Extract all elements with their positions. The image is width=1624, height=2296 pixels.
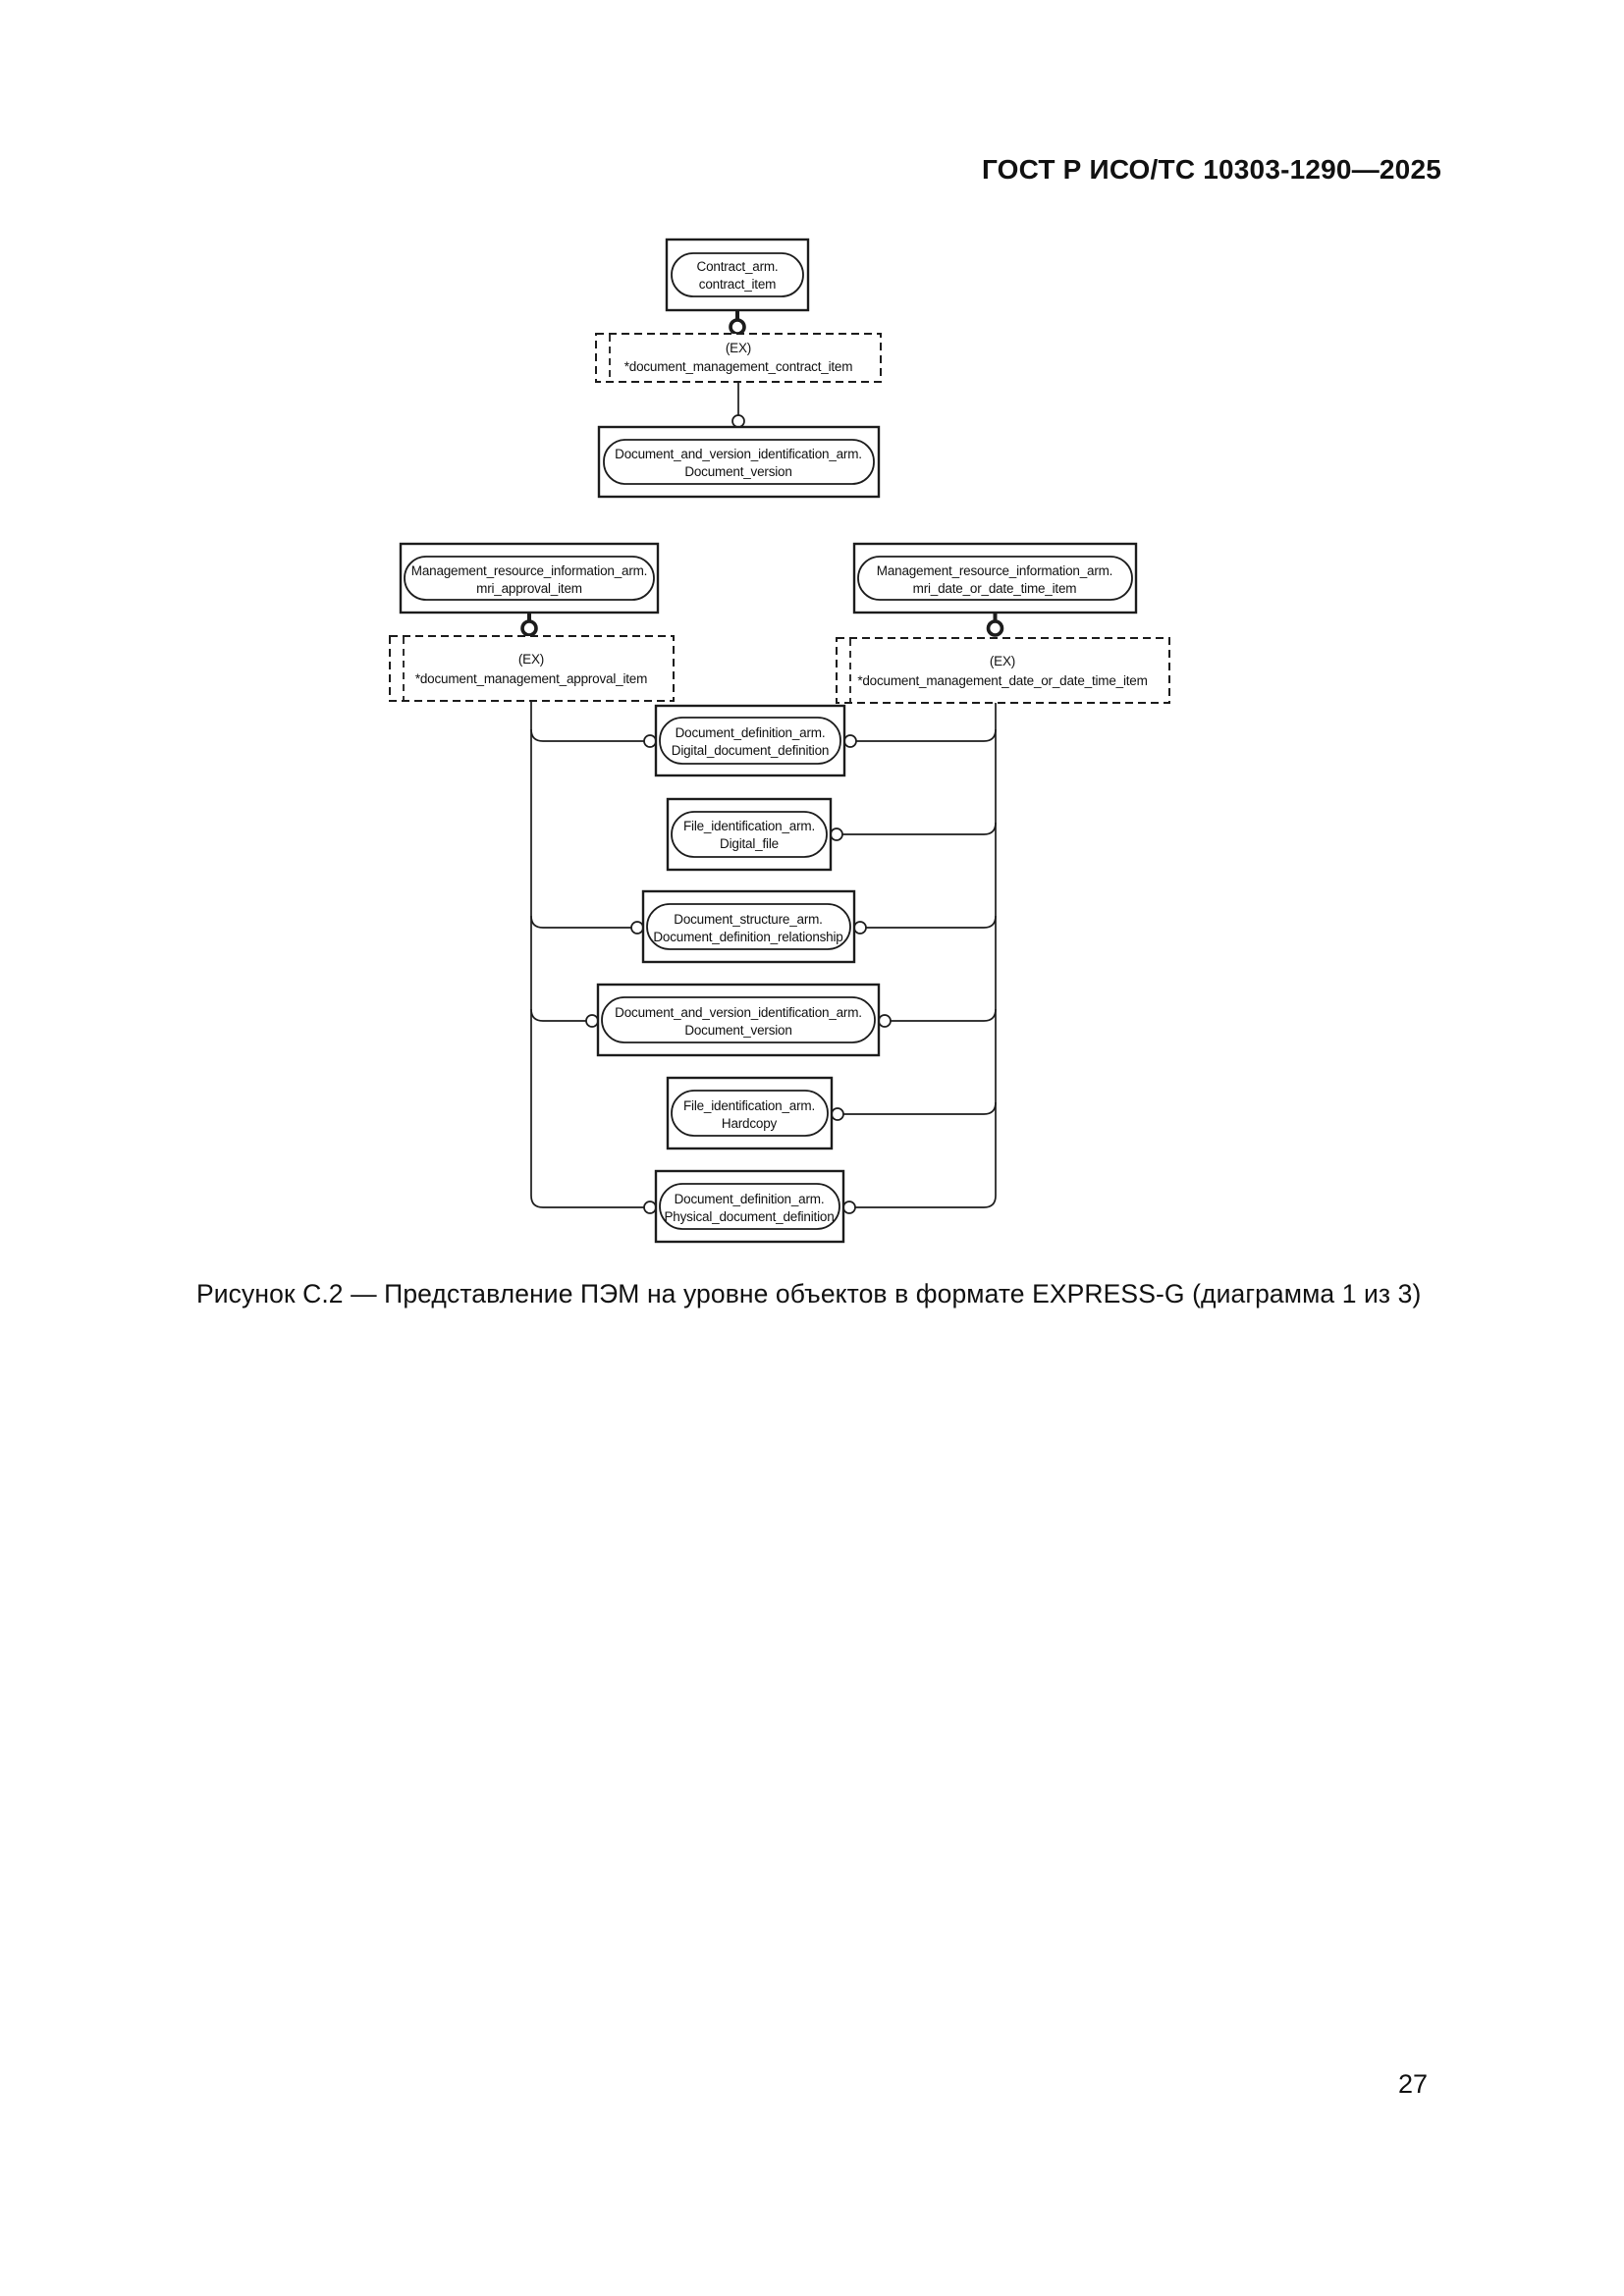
node-document-management-contract-item: (EX) *document_management_contract_item [595,333,882,383]
connector-circle [853,921,867,934]
entity-stadium [671,252,804,297]
left-branch-doc-def-rel [530,915,631,929]
node-document-version-middle: Document_and_version_identification_arm.… [596,983,881,1057]
node-label: contract_item [699,277,776,292]
node-contract-item: Contract_arm. contract_item [665,238,810,312]
connector-circle [643,734,657,748]
node-digital-file: File_identification_arm. Digital_file [666,797,833,872]
entity-stadium [671,1090,829,1137]
entity-stadium [646,903,851,950]
node-label: File_identification_arm. [683,819,815,833]
entity-stadium [404,556,655,601]
node-label: Document_definition_arm. [675,1192,825,1206]
node-label: Document_and_version_identification_arm. [615,1005,862,1020]
node-label: *document_management_date_or_date_time_i… [857,673,1147,688]
node-label: mri_date_or_date_time_item [913,581,1077,596]
connector-circle [585,1014,599,1028]
node-mri-approval-item: Management_resource_information_arm. mri… [399,542,660,614]
connector-circle [643,1201,657,1214]
page-number: 27 [1398,2069,1429,2099]
right-branch-digital-file [842,822,997,835]
left-branch-doc-version [530,1008,586,1022]
entity-stadium [671,811,828,858]
right-rail [855,703,997,1208]
node-physical-document-definition: Document_definition_arm. Physical_docume… [654,1169,845,1244]
connector-circle [843,734,857,748]
ex-ref-dashed-box [389,635,675,702]
connector-circle-thick [520,619,538,637]
node-document-version-top: Document_and_version_identification_arm.… [597,425,881,499]
connector-circle [731,414,745,428]
connector-circle-thick [986,619,1004,637]
node-label: (EX) [726,341,751,355]
connector-circle [842,1201,856,1214]
node-label: Document_structure_arm. [674,912,822,927]
diagram-connectors [520,310,1004,1214]
node-label: *document_management_approval_item [415,671,647,686]
entity-stadium [601,996,876,1043]
node-label: Hardcopy [722,1116,778,1131]
node-label: Document_definition_arm. [676,725,826,740]
node-label: Document_definition_relationship [653,930,842,944]
node-label: (EX) [990,654,1015,668]
node-digital-document-definition: Document_definition_arm. Digital_documen… [654,704,846,777]
connector-circle [878,1014,892,1028]
node-label: File_identification_arm. [683,1098,815,1113]
node-label: (EX) [518,652,544,667]
figure-caption: Рисунок С.2 — Представление ПЭМ на уровн… [196,1279,1422,1308]
right-branch-doc-def-rel [866,915,997,929]
connector-circle [831,1107,844,1121]
node-label: *document_management_contract_item [624,359,853,374]
node-document-definition-relationship: Document_structure_arm. Document_definit… [641,889,856,964]
node-label: Document_version [684,464,791,479]
node-document-management-date-or-date-time-item: (EX) *document_management_date_or_date_t… [836,637,1170,704]
express-g-diagram: Contract_arm. contract_item (EX) *docume… [389,238,1170,1244]
entity-stadium [603,439,875,485]
entity-stadium [659,717,841,765]
connector-circle-thick [729,318,746,336]
node-label: Digital_document_definition [672,743,829,758]
right-branch-doc-version [891,1008,997,1022]
node-label: Physical_document_definition [664,1209,834,1224]
node-label: Document_version [684,1023,791,1038]
right-branch-digital-doc-def [856,728,997,742]
connector-circle [630,921,644,934]
node-label: mri_approval_item [476,581,582,596]
left-rail [530,701,644,1208]
left-branch-digital-doc-def [530,728,644,742]
node-label: Document_and_version_identification_arm. [615,447,862,461]
ex-ref-dashed-box [595,333,882,383]
node-document-management-approval-item: (EX) *document_management_approval_item [389,635,675,702]
node-label: Digital_file [720,836,779,851]
node-hardcopy: File_identification_arm. Hardcopy [666,1076,834,1150]
right-branch-hardcopy [843,1101,997,1115]
connector-circle [830,828,843,841]
entity-stadium [857,556,1133,601]
document-header: ГОСТ Р ИСО/ТС 10303-1290—2025 [981,154,1441,185]
ex-ref-dashed-box [836,637,1170,704]
node-label: Contract_arm. [697,259,779,274]
node-label: Management_resource_information_arm. [411,563,647,578]
node-mri-date-or-date-time-item: Management_resource_information_arm. mri… [852,542,1138,614]
entity-stadium [659,1183,840,1230]
node-label: Management_resource_information_arm. [877,563,1112,578]
